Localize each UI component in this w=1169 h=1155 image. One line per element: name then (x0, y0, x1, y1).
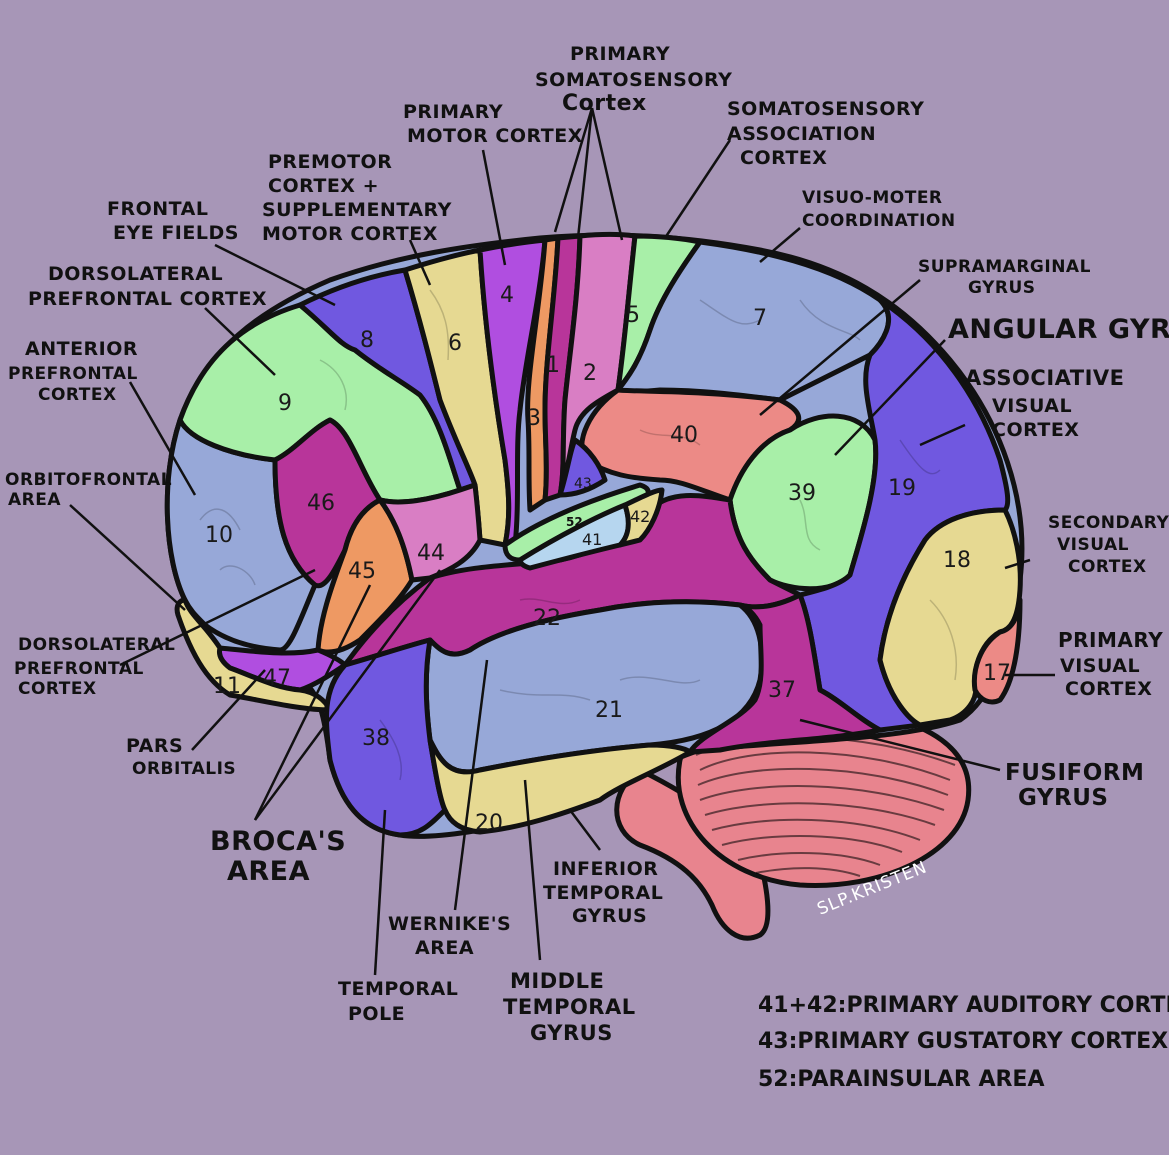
label-wernikes-area: WERNIKE'S AREA (388, 913, 518, 959)
area-number-42: 42 (630, 507, 650, 526)
area-number-7: 7 (753, 306, 767, 331)
label-inferior-temporal: INFERIOR TEMPORAL GYRUS (543, 858, 671, 927)
region-42 (617, 487, 665, 548)
area-number-41: 41 (582, 530, 602, 549)
area-number-40: 40 (670, 423, 698, 448)
area-number-47: 47 (263, 666, 291, 691)
area-number-10: 10 (205, 523, 233, 548)
label-visuo-moter: VISUO-MOTER COORDINATION (802, 188, 956, 231)
area-number-9: 9 (278, 391, 292, 416)
area-number-45: 45 (348, 559, 376, 584)
legend-line-gustatory: 43:PRIMARY GUSTATORY CORTEX (758, 1029, 1168, 1054)
area-number-11: 11 (213, 674, 241, 699)
region-43 (557, 437, 608, 498)
area-number-37: 37 (768, 678, 796, 703)
pointer-lines (69, 107, 1055, 976)
area-number-1: 1 (546, 353, 560, 378)
label-brocas-area: BROCA'S AREA (210, 826, 356, 887)
area-number-38: 38 (362, 726, 390, 751)
legend-line-parainsular: 52:PARAINSULAR AREA (758, 1067, 1044, 1092)
label-fusiform: FUSIFORM GYRUS (1005, 760, 1152, 811)
label-anterior-prefrontal: ANTERIOR PREFRONTAL CORTEX (8, 338, 145, 405)
area-number-4: 4 (500, 283, 514, 308)
area-number-21: 21 (595, 698, 623, 723)
label-dorsolateral-bottom: DORSOLATERAL PREFRONTAL CORTEX (14, 635, 182, 699)
label-orbitofrontal: ORBITOFRONTAL AREA (5, 470, 178, 510)
label-primary-somatosensory: PRIMARY SOMATOSENSORY Cortex (535, 43, 739, 116)
sulci-texture (199, 289, 957, 781)
label-dorsolateral-top: DORSOLATERAL PREFRONTAL CORTEX (28, 263, 267, 310)
label-primary-motor: PRIMARY MOTOR CORTEX (403, 101, 583, 147)
label-temporal-pole: TEMPORAL POLE (338, 978, 466, 1025)
label-pars-orbitalis: PARS ORBITALIS (126, 735, 236, 779)
area-number-39: 39 (788, 481, 816, 506)
area-number-17: 17 (983, 661, 1011, 686)
area-number-52: 52 (566, 515, 583, 529)
label-middle-temporal: MIDDLE TEMPORAL GYRUS (503, 969, 643, 1045)
area-number-46: 46 (307, 491, 335, 516)
label-supramarginal: SUPRAMARGINAL GYRUS (918, 257, 1097, 298)
label-angular-gyrus: ANGULAR GYRUS (948, 314, 1169, 345)
region-44 (377, 482, 483, 583)
area-number-20: 20 (475, 811, 503, 836)
legend: 41+42:PRIMARY AUDITORY CORTEX 43:PRIMARY… (758, 993, 1169, 1092)
area-number-19: 19 (888, 476, 916, 501)
label-frontal-eye-fields: FRONTAL EYE FIELDS (107, 198, 239, 244)
cerebrum (164, 232, 1025, 839)
area-number-3: 3 (527, 406, 541, 431)
area-number-22: 22 (533, 606, 561, 631)
region-18 (877, 507, 1023, 728)
region-17 (971, 597, 1023, 705)
area-number-44: 44 (417, 541, 445, 566)
label-associative-visual: ASSOCIATIVE VISUAL CORTEX (965, 366, 1132, 441)
label-premotor: PREMOTOR CORTEX + SUPPLEMENTARY MOTOR CO… (262, 151, 459, 245)
region-37 (687, 592, 883, 755)
cerebellum (614, 705, 972, 941)
area-number-6: 6 (448, 331, 462, 356)
area-number-43: 43 (574, 476, 592, 492)
annotation-labels: PRIMARY SOMATOSENSORY Cortex PRIMARY MOT… (5, 43, 1169, 1045)
area-number-18: 18 (943, 548, 971, 573)
label-secondary-visual: SECONDARY VISUAL CORTEX (1048, 513, 1169, 577)
area-number-5: 5 (626, 303, 640, 328)
region-20 (427, 737, 693, 835)
area-number-2: 2 (583, 361, 597, 386)
area-number-8: 8 (360, 328, 374, 353)
region-numbers: 4 6 8 9 10 11 1 2 3 5 7 40 39 19 18 17 4… (205, 283, 1011, 836)
legend-line-auditory: 41+42:PRIMARY AUDITORY CORTEX (758, 993, 1169, 1018)
label-primary-visual: PRIMARY VISUAL CORTEX (1058, 628, 1169, 700)
label-somatosensory-association: SOMATOSENSORY ASSOCIATION CORTEX (727, 98, 931, 169)
